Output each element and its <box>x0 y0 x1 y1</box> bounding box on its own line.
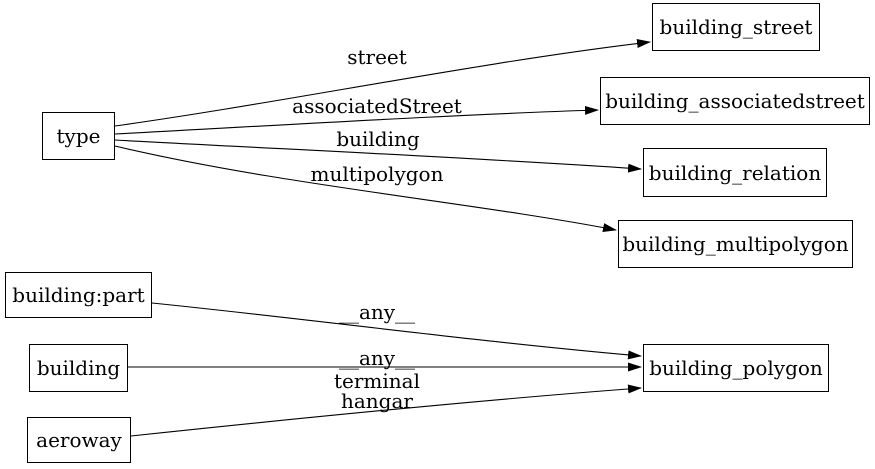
edge-label-street: street <box>347 45 407 69</box>
node-building-multipolygon: building_multipolygon <box>618 220 853 268</box>
node-aeroway: aeroway <box>27 417 131 463</box>
edge-type-building-multipolygon <box>114 145 617 232</box>
node-building-associatedstreet: building_associatedstreet <box>600 77 870 125</box>
edge-type-building-street <box>114 39 651 127</box>
node-building-relation: building_relation <box>643 148 827 197</box>
edge-buildingpart-building-polygon <box>151 302 642 360</box>
edge-label-any-buildingpart: __any__ <box>338 300 416 324</box>
node-building: building <box>29 344 128 392</box>
edge-label-associatedstreet: associatedStreet <box>292 94 462 118</box>
node-type: type <box>42 112 115 160</box>
edge-type-building-associatedstreet <box>114 105 599 135</box>
node-building-street: building_street <box>652 3 820 51</box>
node-building-polygon: building_polygon <box>643 344 829 392</box>
edge-label-any-building: __any__ <box>338 346 416 370</box>
edge-aeroway-building-polygon <box>130 384 642 437</box>
edge-label-multipolygon: multipolygon <box>310 162 444 186</box>
edge-label-building: building <box>336 127 420 151</box>
edge-label-terminal-hangar: terminal hangar <box>334 369 420 413</box>
edge-type-building-relation <box>114 139 642 173</box>
node-building-part: building:part <box>5 272 152 318</box>
